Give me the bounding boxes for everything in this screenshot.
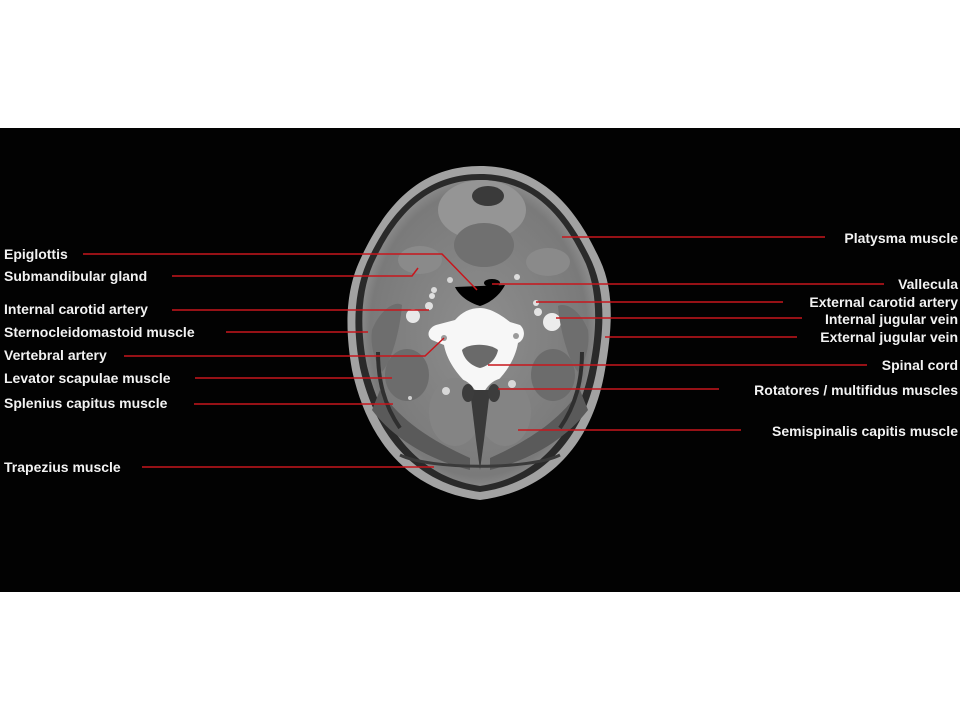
label-spinal-cord: Spinal cord — [881, 357, 958, 373]
label-internal-jugular-vein: Internal jugular vein — [824, 311, 958, 327]
label-internal-carotid-artery: Internal carotid artery — [4, 301, 148, 317]
label-external-jugular-vein: External jugular vein — [820, 329, 958, 345]
label-vallecula: Vallecula — [898, 276, 958, 292]
axial-ct-neck-image — [83, 166, 884, 500]
label-trapezius-muscle: Trapezius muscle — [4, 459, 121, 475]
ct-figure-panel — [0, 128, 960, 592]
label-submandibular-gland: Submandibular gland — [4, 268, 148, 284]
label-rotatores-multifidus-muscles: Rotatores / multifidus muscles — [754, 382, 958, 398]
label-sternocleidomastoid-muscle: Sternocleidomastoid muscle — [4, 324, 195, 340]
label-splenius-capitus-muscle: Splenius capitus muscle — [4, 395, 168, 411]
leader-lines-right — [488, 236, 884, 431]
airway — [455, 285, 505, 306]
label-epiglottis: Epiglottis — [4, 246, 68, 262]
label-platysma-muscle: Platysma muscle — [844, 230, 958, 246]
spinal-canal — [462, 344, 498, 368]
label-vertebral-artery: Vertebral artery — [4, 347, 107, 363]
label-external-carotid-artery: External carotid artery — [809, 294, 958, 310]
label-semispinalis-capitis-muscle: Semispinalis capitis muscle — [772, 423, 958, 439]
label-levator-scapulae-muscle: Levator scapulae muscle — [4, 370, 171, 386]
leader-lines-left — [83, 253, 478, 468]
